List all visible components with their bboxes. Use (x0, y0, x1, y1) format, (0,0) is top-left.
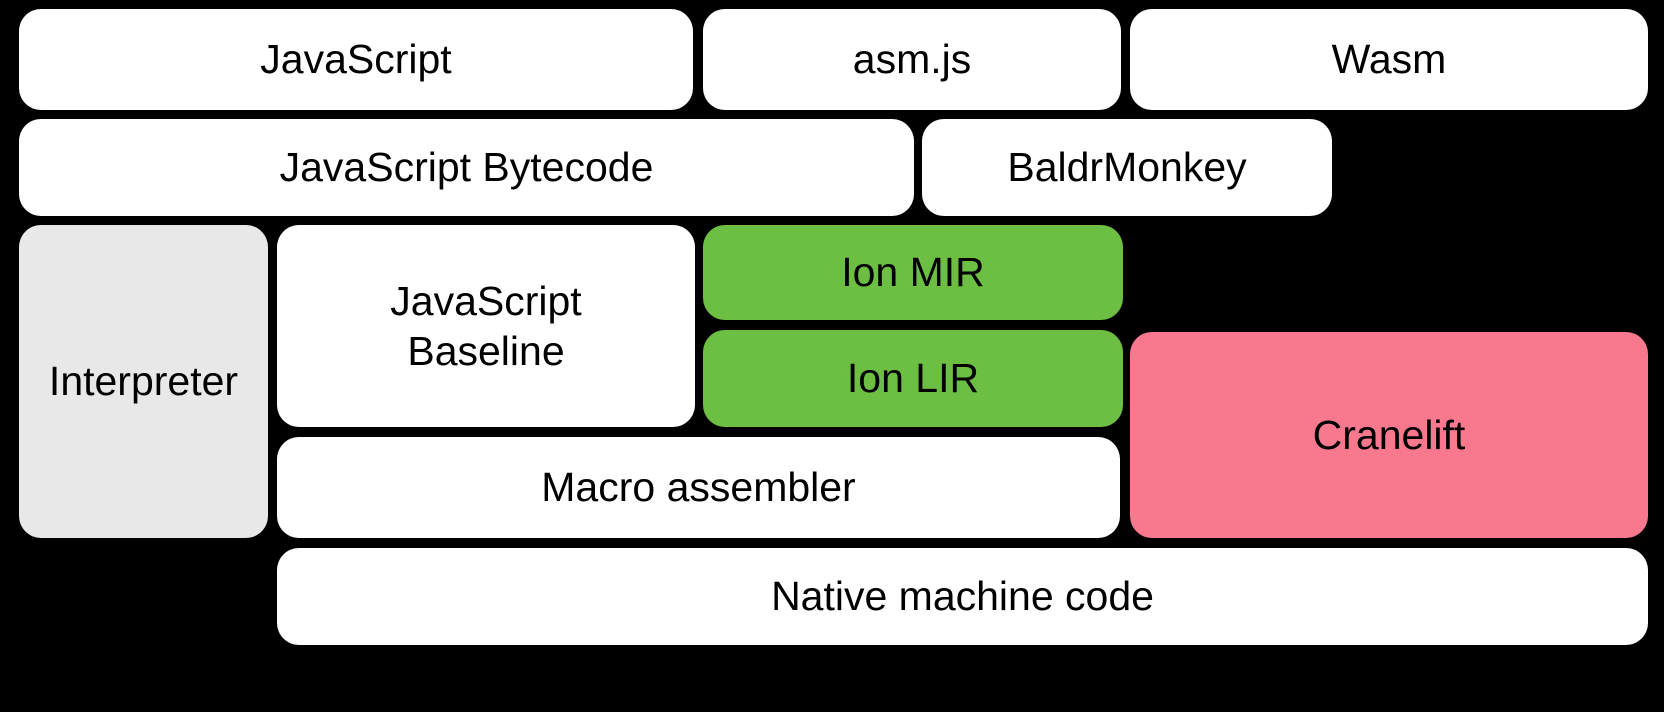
node-ion-lir: Ion LIR (703, 330, 1123, 427)
node-cranelift: Cranelift (1130, 332, 1648, 538)
node-wasm: Wasm (1130, 9, 1648, 110)
node-native-machine-code: Native machine code (277, 548, 1648, 645)
node-baldrmonkey: BaldrMonkey (922, 119, 1332, 216)
node-js-baseline: JavaScript Baseline (277, 225, 695, 427)
node-ion-mir: Ion MIR (703, 225, 1123, 320)
node-javascript: JavaScript (19, 9, 693, 110)
node-asmjs: asm.js (703, 9, 1121, 110)
node-macro-assembler: Macro assembler (277, 437, 1120, 538)
node-js-bytecode: JavaScript Bytecode (19, 119, 914, 216)
node-interpreter: Interpreter (19, 225, 268, 538)
